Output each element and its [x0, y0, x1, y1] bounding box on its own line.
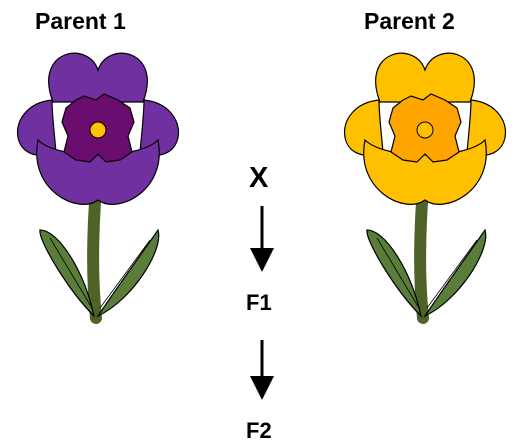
stem: [87, 182, 102, 324]
cross-symbol: X: [249, 162, 269, 194]
flower-dot: [89, 121, 107, 139]
flower-dot: [416, 121, 434, 139]
parent-1-flower: [16, 52, 180, 324]
leaf-left: [366, 229, 423, 318]
leaf-left: [39, 229, 96, 318]
petals: [16, 52, 180, 205]
stem: [414, 182, 429, 324]
f2-label: F2: [246, 418, 272, 443]
leaf-right: [423, 228, 487, 318]
parent-2-flower: [343, 52, 507, 324]
leaf-right: [96, 228, 160, 318]
parent-2-label: Parent 2: [364, 8, 455, 34]
f1-label: F1: [246, 290, 272, 315]
petals: [343, 52, 507, 205]
parent-1-label: Parent 1: [35, 8, 126, 34]
